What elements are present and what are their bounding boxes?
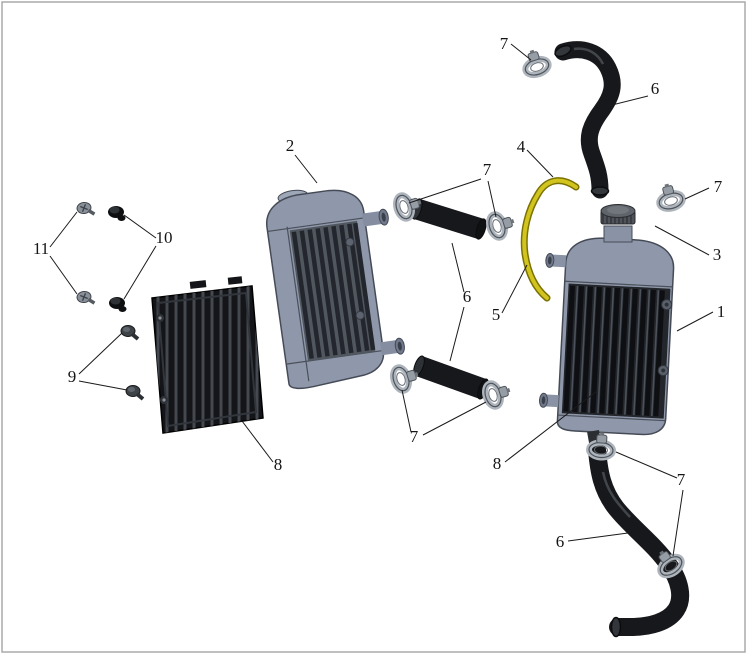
- lower-hose-highlight: [601, 471, 631, 518]
- callout-7-mid-upper: 7: [483, 160, 492, 179]
- upper-radiator-hose: [520, 41, 685, 211]
- guard-inner-frame: [156, 291, 258, 428]
- leader-line-1: [676, 311, 714, 332]
- connector-hose-lower: [390, 355, 513, 409]
- upper-hose-tube: [554, 41, 621, 199]
- guard-top-tab: [189, 280, 207, 289]
- leader-line-2: [294, 154, 318, 184]
- callout-5: 5: [492, 305, 501, 324]
- guard-screw: [74, 288, 97, 308]
- flange-bolt: [119, 323, 140, 341]
- guard-louver-slats: [156, 286, 259, 433]
- radiator-cap-top-inner: [607, 206, 629, 214]
- leader-line-7d: [401, 389, 487, 436]
- left-radiator-boss: [345, 237, 355, 247]
- callout-2: 2: [286, 136, 295, 155]
- rubber-grommet: [108, 206, 126, 221]
- upper-hose-highlight: [573, 47, 605, 65]
- leader-line-3: [654, 225, 710, 256]
- callout-10: 10: [156, 228, 173, 247]
- right-radiator-tank-lines: [557, 280, 673, 422]
- hose-clamp: [520, 47, 551, 78]
- hose-clamp: [482, 378, 513, 408]
- callout-3: 3: [713, 245, 722, 264]
- callout-6-top-hose: 6: [651, 79, 660, 98]
- left-radiator-boss: [355, 310, 365, 320]
- right-radiator-louvers: [563, 285, 665, 417]
- left-radiator: [266, 189, 405, 390]
- hose-end-opening: [475, 218, 487, 240]
- callout-7-right: 7: [714, 177, 723, 196]
- lower-radiator-hose: [588, 431, 690, 638]
- callout-labels: 7 6 7 4 3 1 5 2 7 6 7 8 8 9 10 11 7 6: [33, 34, 725, 551]
- hose-end-opening: [610, 616, 622, 638]
- leader-line-11: [49, 211, 78, 295]
- hose-clamp: [655, 181, 685, 211]
- radiator-cap: [600, 204, 636, 225]
- right-radiator-boss-center: [661, 368, 666, 373]
- leader-line-5: [501, 264, 528, 314]
- guard-louvers: [156, 286, 259, 433]
- leader-line-6c: [567, 532, 629, 542]
- lower-hose-tube: [588, 441, 690, 636]
- left-radiator-upper-stub-hole: [381, 212, 386, 222]
- callout-9: 9: [68, 367, 77, 386]
- left-radiator-guard: [151, 276, 264, 434]
- right-radiator-upper-stub-hole: [548, 256, 552, 265]
- rubber-grommet: [109, 297, 127, 312]
- leader-line-6b: [449, 242, 465, 362]
- connector-hose-upper: [393, 190, 517, 240]
- leader-line-10: [123, 214, 157, 300]
- leader-line-7a: [510, 43, 532, 61]
- callout-6-mid: 6: [463, 287, 472, 306]
- callout-8-guard: 8: [274, 455, 283, 474]
- guard-screw: [74, 199, 97, 219]
- filler-neck: [603, 225, 633, 243]
- callout-4: 4: [517, 137, 526, 156]
- leader-line-9: [78, 332, 128, 391]
- callout-7-bottom: 7: [677, 470, 686, 489]
- hose-end-opening: [554, 44, 572, 58]
- connector-hose-lower-tube: [415, 356, 487, 399]
- left-radiator-fins: [291, 222, 376, 359]
- callout-1: 1: [717, 302, 726, 321]
- connector-hose-upper-tube: [413, 198, 485, 240]
- guard-mount-hole: [162, 398, 166, 402]
- guard-panel: [151, 285, 264, 434]
- hose-clamp: [486, 209, 517, 239]
- flange-bolt: [124, 383, 145, 401]
- leader-line-7b: [684, 187, 710, 200]
- leader-line-8b: [504, 390, 598, 463]
- right-radiator-lower-stub-hole: [541, 396, 546, 405]
- right-radiator-boss-center: [664, 302, 669, 307]
- callout-7-mid-lower: 7: [410, 427, 419, 446]
- leader-line-8a: [241, 420, 274, 463]
- overflow-hose: [520, 177, 580, 302]
- guard-top-tab: [227, 276, 243, 285]
- leader-lines: [49, 43, 714, 557]
- callout-7-top: 7: [500, 34, 509, 53]
- left-radiator-lower-stub-hole: [397, 341, 402, 351]
- overflow-hose-tube: [522, 178, 578, 300]
- right-radiator: [538, 237, 675, 436]
- right-radiator-louver-edges: [570, 285, 660, 417]
- leader-line-6a: [607, 95, 649, 107]
- hose-end-opening: [590, 186, 610, 196]
- leader-line-4: [526, 149, 554, 178]
- callout-6-bottom: 6: [556, 532, 565, 551]
- callout-8-right: 8: [493, 454, 502, 473]
- leader-line-7c: [408, 178, 497, 218]
- leader-line-7e: [615, 451, 684, 557]
- guard-mount-hole: [158, 316, 162, 320]
- callout-11: 11: [33, 239, 49, 258]
